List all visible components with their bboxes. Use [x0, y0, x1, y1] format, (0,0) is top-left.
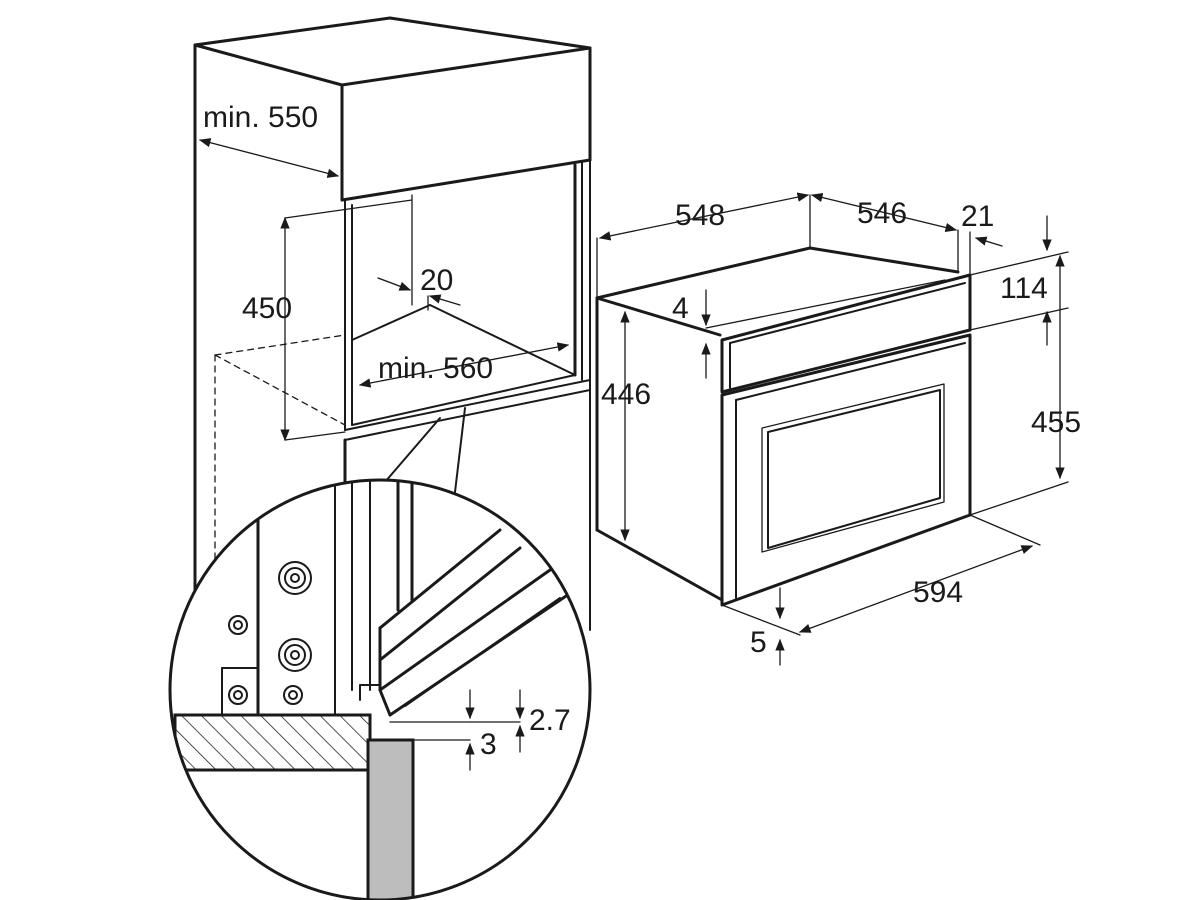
oven-door	[720, 333, 972, 607]
depth-body-arrow	[810, 192, 958, 233]
gap-arrow-right	[428, 294, 461, 306]
detail-magnifier	[168, 478, 592, 900]
oven-depth-body-label: 546	[857, 197, 907, 230]
cabinet-dimension-lines	[198, 138, 570, 442]
oven	[595, 246, 972, 607]
front-width-arrow	[798, 545, 1034, 633]
gap-arrow-left	[377, 277, 412, 291]
screw-icon	[228, 685, 248, 705]
front-width-label: 594	[913, 576, 963, 609]
screw-icon	[278, 638, 312, 672]
detail-gap-upper-label: 2.7	[529, 704, 571, 737]
hatched-worktop	[173, 713, 372, 772]
detail-callout	[384, 407, 466, 493]
screw-icon	[278, 561, 312, 595]
control-panel	[720, 273, 972, 394]
oven-window	[767, 389, 941, 549]
depth-total-arrow	[598, 192, 810, 241]
front-thickness-label: 21	[961, 200, 994, 233]
detail-gap-lower-label: 3	[480, 728, 497, 761]
panel-gap-small-label: 4	[672, 292, 689, 325]
niche-width-label: min. 560	[378, 352, 493, 385]
depth-arrow	[198, 138, 340, 178]
cabinet-top	[193, 16, 592, 87]
panel-height-label: 114	[1000, 272, 1048, 305]
front-height-label: 455	[1031, 406, 1081, 439]
panel-gap-label: 20	[420, 264, 453, 297]
oven-depth-total-label: 548	[675, 199, 725, 232]
bottom-offset-label: 5	[750, 626, 767, 659]
screw-icon	[228, 615, 248, 635]
insulation-strip	[366, 738, 415, 900]
body-height-label: 446	[601, 378, 651, 411]
niche-depth-label: min. 550	[203, 101, 318, 134]
niche-height-label: 450	[242, 292, 292, 325]
width-arrow	[358, 342, 570, 388]
screw-icon	[283, 685, 303, 705]
oven-dimension-lines	[596, 192, 1069, 666]
detail-circle-outline	[168, 478, 592, 900]
